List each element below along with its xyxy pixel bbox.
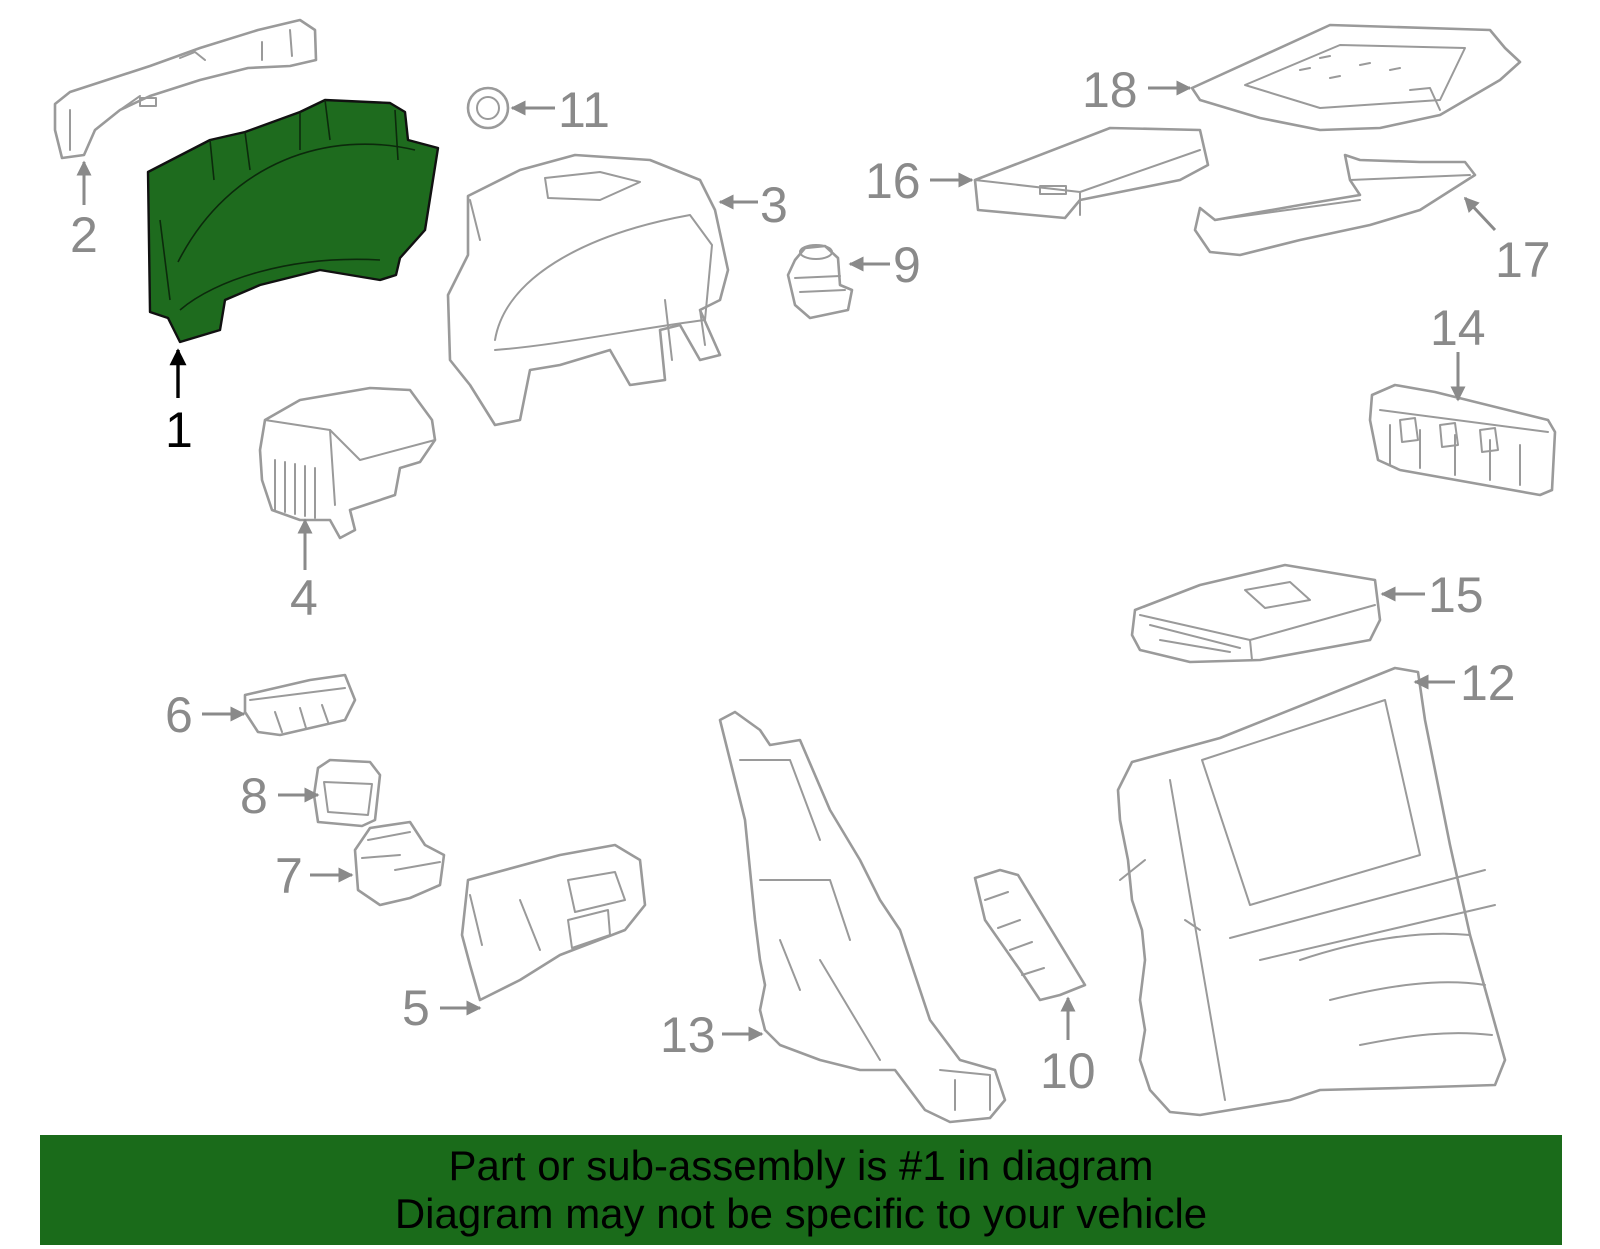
leader-17 — [1463, 196, 1497, 232]
callout-10: 10 — [1040, 1043, 1096, 1099]
part-10-switch-bank[interactable] — [973, 868, 1087, 1002]
part-17-trim-pieces[interactable] — [1193, 153, 1477, 257]
callout-2: 2 — [70, 207, 98, 263]
callout-13: 13 — [660, 1007, 716, 1063]
banner-line-1: Part or sub-assembly is #1 in diagram — [448, 1142, 1154, 1189]
part-7-switch[interactable] — [353, 820, 446, 907]
part-4-module[interactable] — [258, 386, 437, 540]
part-6-switch[interactable] — [243, 673, 357, 737]
part-13-console-bracket[interactable] — [718, 710, 1007, 1124]
callout-16: 16 — [865, 153, 921, 209]
callout-12: 12 — [1460, 655, 1516, 711]
banner-line-2: Diagram may not be specific to your vehi… — [394, 1190, 1208, 1237]
part-18-trim-panel[interactable] — [1190, 23, 1522, 132]
callout-9: 9 — [893, 237, 921, 293]
callout-8: 8 — [240, 768, 268, 824]
callout-14: 14 — [1430, 300, 1486, 356]
callout-4: 4 — [290, 570, 318, 626]
part-5-switch-panel[interactable] — [460, 843, 647, 1002]
info-banner: Part or sub-assembly is #1 in diagram Di… — [40, 1135, 1562, 1245]
part-2-bracket[interactable] — [53, 18, 318, 160]
callout-18: 18 — [1082, 62, 1138, 118]
part-16-module[interactable] — [973, 126, 1210, 220]
part-12-radio-display[interactable] — [1116, 666, 1507, 1117]
callout-5: 5 — [402, 980, 430, 1036]
callout-3: 3 — [760, 177, 788, 233]
part-14-module[interactable] — [1368, 383, 1557, 497]
callout-7: 7 — [275, 848, 303, 904]
part-15-module[interactable] — [1130, 563, 1382, 664]
part-1-instrument-cluster[interactable] — [146, 98, 440, 344]
callout-17: 17 — [1495, 232, 1551, 288]
part-9-sensor[interactable] — [786, 244, 854, 320]
callout-15: 15 — [1428, 567, 1484, 623]
part-8-switch[interactable] — [312, 758, 382, 828]
callout-6: 6 — [165, 687, 193, 743]
callout-11: 11 — [558, 82, 610, 138]
part-3-cluster-housing[interactable] — [446, 153, 730, 427]
part-11-ring[interactable] — [466, 86, 510, 130]
callout-1: 1 — [165, 402, 193, 458]
